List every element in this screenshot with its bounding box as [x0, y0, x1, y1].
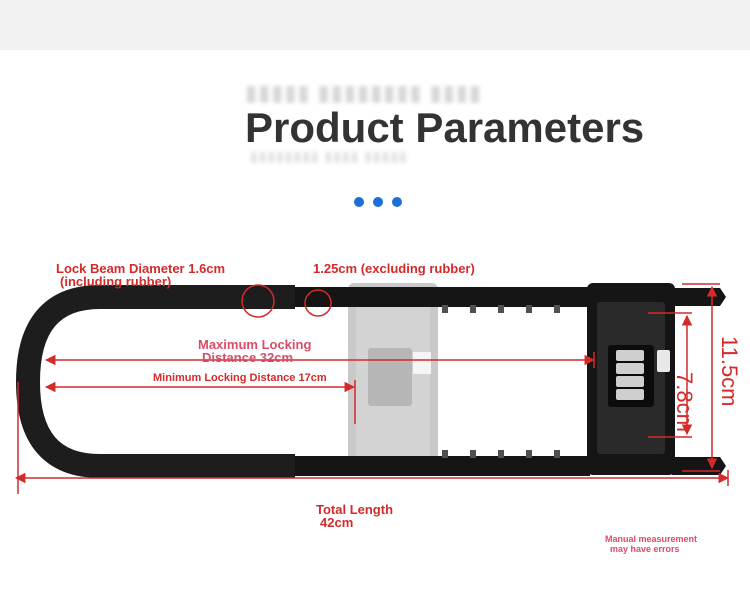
- three-dots-icon: [354, 194, 411, 212]
- beam-excluding-rubber-label: 1.25cm (excluding rubber): [313, 261, 475, 276]
- page-title: Product Parameters: [245, 104, 645, 151]
- dot-icon: [373, 197, 383, 207]
- ghost-lock-body: [348, 283, 438, 473]
- beam-diameter-sublabel: (including rubber): [60, 274, 172, 289]
- total-length-value: 42cm: [320, 515, 354, 530]
- measurement-note-line2: may have errors: [610, 544, 680, 554]
- beam-inner-marker: [304, 289, 332, 317]
- min-locking-label: Minimum Locking Distance 17cm: [153, 372, 327, 384]
- top-band: [0, 0, 750, 50]
- measurement-note: Manual measurement: [605, 534, 698, 544]
- decorative-blur-text: ▮▮▮▮▮ ▮▮▮▮▮▮▮▮ ▮▮▮▮: [245, 80, 483, 105]
- dot-icon: [392, 197, 402, 207]
- lock-body: [587, 283, 675, 475]
- beam-notches: [442, 305, 560, 458]
- beam-diameter-label: Lock Beam Diameter 1.6cm: [56, 261, 226, 276]
- total-length-label: Total Length: [316, 502, 394, 517]
- decorative-blur-subtext: ▮▮▮▮▮▮▮▮ ▮▮▮▮ ▮▮▮▮▮: [250, 148, 408, 164]
- outer-height-label: 11.5cm: [717, 336, 742, 407]
- max-locking-label: Maximum Locking: [198, 337, 312, 352]
- inner-height-label: 7.8cm: [672, 372, 697, 432]
- max-locking-sublabel: Distance 32cm: [202, 350, 294, 365]
- dot-icon: [354, 197, 364, 207]
- beam-diameter-marker: [241, 284, 275, 318]
